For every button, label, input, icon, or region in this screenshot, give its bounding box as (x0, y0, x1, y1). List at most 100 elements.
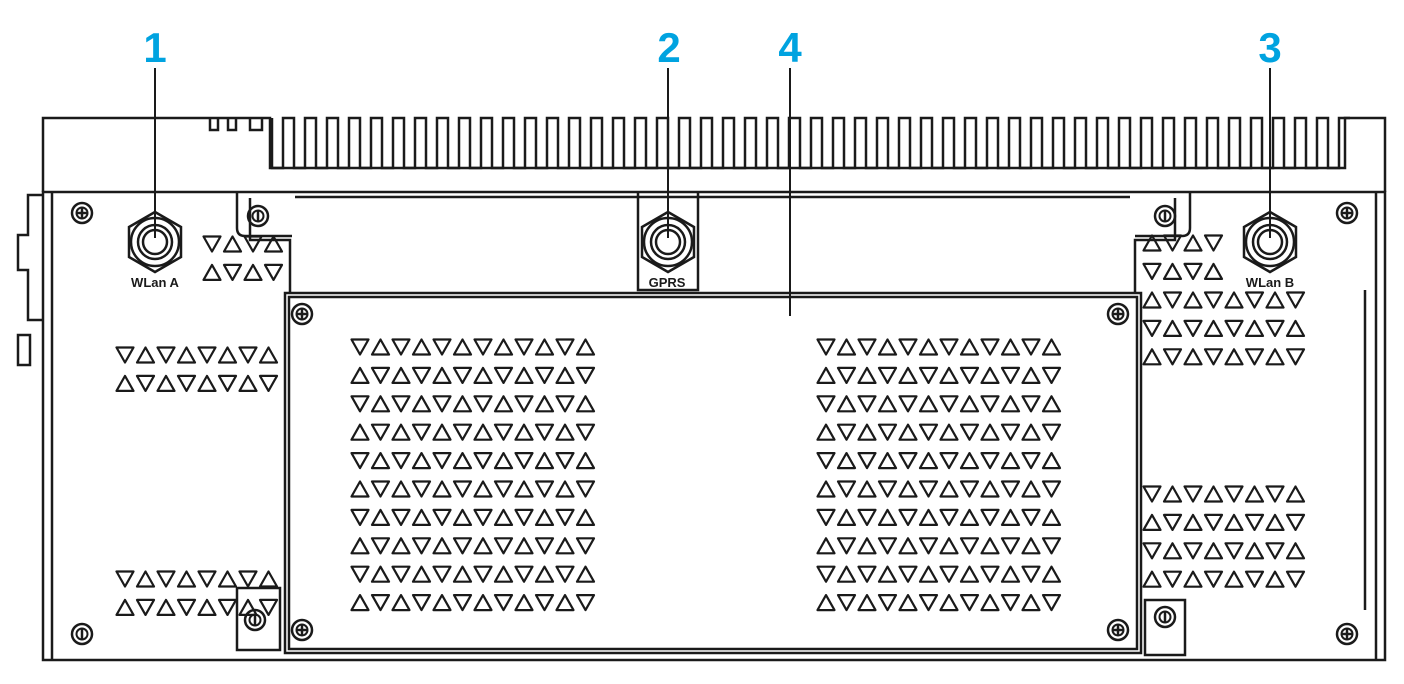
vent-triangle-up (493, 395, 514, 413)
vent-triangle-up (411, 565, 432, 583)
vent-triangle-down (575, 423, 596, 441)
vent-triangle-up (1265, 348, 1285, 366)
vent-triangle-down (411, 480, 432, 498)
vent-triangle-down (959, 594, 980, 612)
vent-triangle-down (555, 338, 575, 356)
vent-triangle-up (939, 480, 959, 498)
screw-icon (1153, 204, 1177, 228)
vent-triangle-up (939, 594, 959, 612)
vent-triangle-up (1041, 452, 1062, 470)
vent-triangle-up (238, 374, 258, 392)
vent-triangle-down (243, 235, 263, 253)
vent-triangle-down (836, 423, 857, 441)
vent-triangle-up (1244, 542, 1265, 560)
vent-triangle-down (452, 480, 473, 498)
vent-triangle-up (836, 565, 857, 583)
vent-triangle-up (197, 374, 217, 392)
vent-triangle-down (350, 395, 370, 413)
vent-triangle-down (534, 423, 555, 441)
vent-triangle-up (1162, 262, 1183, 280)
vent-triangle-down (575, 366, 596, 384)
vent-triangle-down (1203, 234, 1224, 252)
vent-grid-right-top (1142, 234, 1224, 280)
vent-triangle-down (918, 366, 939, 384)
antenna-connectors (127, 210, 1298, 274)
vent-triangle-down (1224, 542, 1244, 560)
vent-triangle-down (1162, 291, 1183, 309)
vent-triangle-up (493, 508, 514, 526)
vent-triangle-up (555, 480, 575, 498)
vent-triangle-up (411, 395, 432, 413)
left-latch (16, 333, 32, 367)
vent-triangle-up (918, 395, 939, 413)
vent-triangle-down (493, 594, 514, 612)
vent-triangle-down (816, 508, 836, 526)
vent-triangle-down (452, 594, 473, 612)
screw-icon (1106, 302, 1130, 326)
vent-triangle-down (959, 480, 980, 498)
vent-triangle-down (555, 565, 575, 583)
vent-triangle-up (1244, 319, 1265, 337)
vent-triangle-down (197, 346, 217, 364)
vent-triangle-up (473, 366, 493, 384)
screw-icon (1153, 605, 1177, 629)
vent-triangle-down (370, 594, 391, 612)
gprs-mount (636, 192, 700, 292)
vent-triangle-down (1041, 537, 1062, 555)
vent-triangle-down (877, 537, 898, 555)
vent-triangle-up (1183, 348, 1203, 366)
vent-triangle-up (432, 594, 452, 612)
vent-triangle-down (555, 395, 575, 413)
vent-triangle-up (1000, 395, 1021, 413)
port-label-gprs: GPRS (649, 275, 686, 290)
vent-triangle-up (575, 395, 596, 413)
vent-triangle-up (1142, 570, 1162, 588)
vent-triangle-down (350, 452, 370, 470)
vent-triangle-up (939, 423, 959, 441)
vent-triangle-down (534, 480, 555, 498)
vent-triangle-down (877, 423, 898, 441)
vent-triangle-down (514, 452, 534, 470)
vent-triangle-up (1000, 452, 1021, 470)
vent-triangle-down (1041, 423, 1062, 441)
vent-triangle-up (816, 423, 836, 441)
vent-triangle-up (980, 537, 1000, 555)
screws (70, 201, 1359, 646)
vent-triangle-down (1142, 262, 1162, 280)
vent-triangle-up (217, 346, 238, 364)
screw-icon (1335, 622, 1359, 646)
vent-triangle-down (816, 565, 836, 583)
vent-triangle-down (370, 366, 391, 384)
vent-triangle-up (370, 565, 391, 583)
vent-triangle-up (534, 565, 555, 583)
vent-triangle-down (918, 594, 939, 612)
left-bracket-edge (235, 192, 292, 238)
vent-triangle-down (555, 508, 575, 526)
vent-triangle-down (514, 338, 534, 356)
vent-triangle-down (898, 452, 918, 470)
vent-triangle-down (575, 594, 596, 612)
vent-triangle-up (980, 594, 1000, 612)
vent-triangle-up (939, 537, 959, 555)
left-side-rail (16, 193, 43, 322)
vent-triangle-up (243, 263, 263, 281)
vent-triangle-down (263, 263, 284, 281)
vent-triangle-up (350, 537, 370, 555)
vent-triangle-up (534, 395, 555, 413)
vent-triangle-down (411, 594, 432, 612)
vent-triangle-down (1224, 319, 1244, 337)
vent-triangle-up (918, 565, 939, 583)
vent-triangle-down (1244, 348, 1265, 366)
vent-triangle-up (1162, 485, 1183, 503)
vent-triangle-up (575, 452, 596, 470)
vent-triangle-down (1162, 513, 1183, 531)
vent-triangle-up (1021, 423, 1041, 441)
vent-triangle-up (816, 537, 836, 555)
vent-triangle-down (1041, 480, 1062, 498)
vent-triangle-down (258, 374, 279, 392)
vent-triangle-up (493, 452, 514, 470)
vent-triangle-down (534, 594, 555, 612)
chassis-outline (16, 116, 1387, 662)
vent-triangle-up (473, 423, 493, 441)
vent-triangle-down (1265, 485, 1285, 503)
